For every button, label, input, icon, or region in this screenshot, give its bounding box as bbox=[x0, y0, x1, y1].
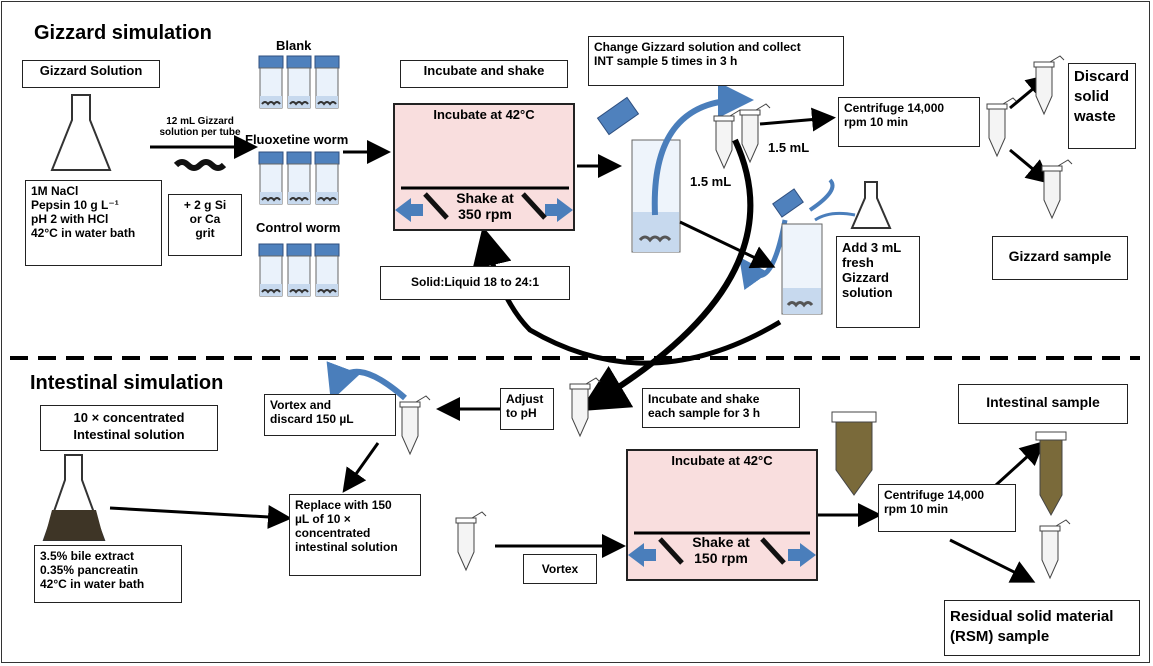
gizzard-flask bbox=[50, 94, 112, 171]
recipe-line: 42°C in water bath bbox=[40, 577, 145, 591]
recipe-line: 1M NaCl bbox=[31, 184, 79, 198]
adjust-ph-step: Adjust to pH bbox=[500, 388, 554, 430]
shake-speed-label: Shake at 350 rpm bbox=[456, 190, 514, 222]
gizzard-shaker bbox=[395, 186, 573, 222]
volume-label-b: 1.5 mL bbox=[768, 140, 810, 155]
fresh-solution-flask bbox=[850, 181, 892, 229]
incubator-temp-label: Incubate at 42°C bbox=[671, 453, 773, 468]
collection-jar bbox=[596, 96, 681, 253]
vortex-discard-step: Vortex and discard 150 µL bbox=[264, 394, 396, 436]
fresh-jar bbox=[772, 188, 823, 315]
intestinal-result-tube bbox=[1035, 431, 1067, 517]
recipe-line: 42°C in water bath bbox=[31, 226, 136, 240]
rsm-sample-label: Residual solid material (RSM) sample bbox=[944, 600, 1140, 656]
fluoxetine-label: Fluoxetine worm bbox=[245, 132, 349, 147]
incubate-each-sample: Incubate and shake each sample for 3 h bbox=[642, 388, 800, 428]
recipe-line: 3.5% bile extract bbox=[40, 549, 135, 563]
vortex-step: Vortex bbox=[523, 554, 597, 584]
arrow-to-fresh-jar bbox=[679, 220, 776, 269]
recipe-line: pH 2 with HCl bbox=[31, 212, 109, 226]
discard-solid-waste: Discard solid waste bbox=[1068, 63, 1136, 149]
intestinal-centrifuge: Centrifuge 14,000 rpm 10 min bbox=[878, 484, 1016, 532]
tube-icon bbox=[1041, 159, 1073, 219]
intestinal-flask bbox=[42, 454, 106, 541]
per-tube-volume-label: 12 mL Gizzard solution per tube bbox=[159, 116, 241, 138]
arrow-to-intestinal bbox=[579, 138, 754, 412]
tube-icon bbox=[569, 377, 601, 437]
shake-speed-label: Shake at 150 rpm bbox=[692, 534, 750, 566]
intestinal-section-title: Intestinal simulation bbox=[30, 372, 224, 394]
tube-icon bbox=[713, 109, 745, 169]
grit-label: + 2 g Si or Ca grit bbox=[168, 194, 242, 256]
blank-tubes bbox=[258, 55, 340, 109]
arrow-to-centrifuge bbox=[759, 107, 836, 132]
incubate-shake-label: Incubate and shake bbox=[400, 60, 568, 88]
control-label: Control worm bbox=[256, 220, 341, 235]
recipe-line: 0.35% pancreatin bbox=[40, 563, 139, 577]
change-solution-note: Change Gizzard solution and collect INT … bbox=[588, 36, 844, 86]
tube-icon bbox=[1033, 55, 1065, 115]
worm-icon bbox=[173, 159, 227, 171]
gizzard-incubator: Incubate at 42°C bbox=[393, 103, 575, 231]
replace-step: Replace with 150 µL of 10 × concentrated… bbox=[289, 494, 421, 576]
transfer-arrow-blue bbox=[651, 82, 754, 216]
intestinal-incubator: Incubate at 42°C bbox=[626, 449, 818, 581]
blank-label: Blank bbox=[276, 38, 312, 53]
gizzard-sample-label: Gizzard sample bbox=[992, 236, 1128, 280]
vortex-arrow bbox=[326, 361, 407, 402]
intestinal-solution-recipe: 3.5% bile extract 0.35% pancreatin 42°C … bbox=[34, 545, 182, 603]
fluoxetine-tubes bbox=[258, 151, 340, 205]
recipe-line: Pepsin 10 g L⁻¹ bbox=[31, 198, 119, 212]
solid-liquid-ratio: Solid:Liquid 18 to 24:1 bbox=[380, 266, 570, 300]
gizzard-solution-label: Gizzard Solution bbox=[22, 60, 160, 88]
intestinal-shaker bbox=[628, 531, 816, 567]
gizzard-section-title: Gizzard simulation bbox=[34, 22, 212, 44]
add-fresh-solution: Add 3 mL fresh Gizzard solution bbox=[836, 236, 920, 328]
rsm-tube-icon bbox=[1039, 519, 1071, 579]
tube-icon bbox=[739, 103, 771, 163]
intestinal-sample-label: Intestinal sample bbox=[958, 384, 1128, 424]
tube-icon bbox=[455, 511, 487, 571]
tube-icon bbox=[399, 395, 431, 455]
incubator-temp-label: Incubate at 42°C bbox=[433, 107, 535, 122]
gizzard-solution-recipe: 1M NaCl Pepsin 10 g L⁻¹ pH 2 with HCl 42… bbox=[25, 180, 162, 266]
concentrated-intestinal-label: 10 × concentrated Intestinal solution bbox=[40, 405, 218, 451]
volume-label-a: 1.5 mL bbox=[690, 174, 732, 189]
gizzard-centrifuge: Centrifuge 14,000 rpm 10 min bbox=[838, 97, 980, 147]
intestinal-sample-tube bbox=[831, 411, 877, 496]
control-tubes bbox=[258, 243, 340, 297]
